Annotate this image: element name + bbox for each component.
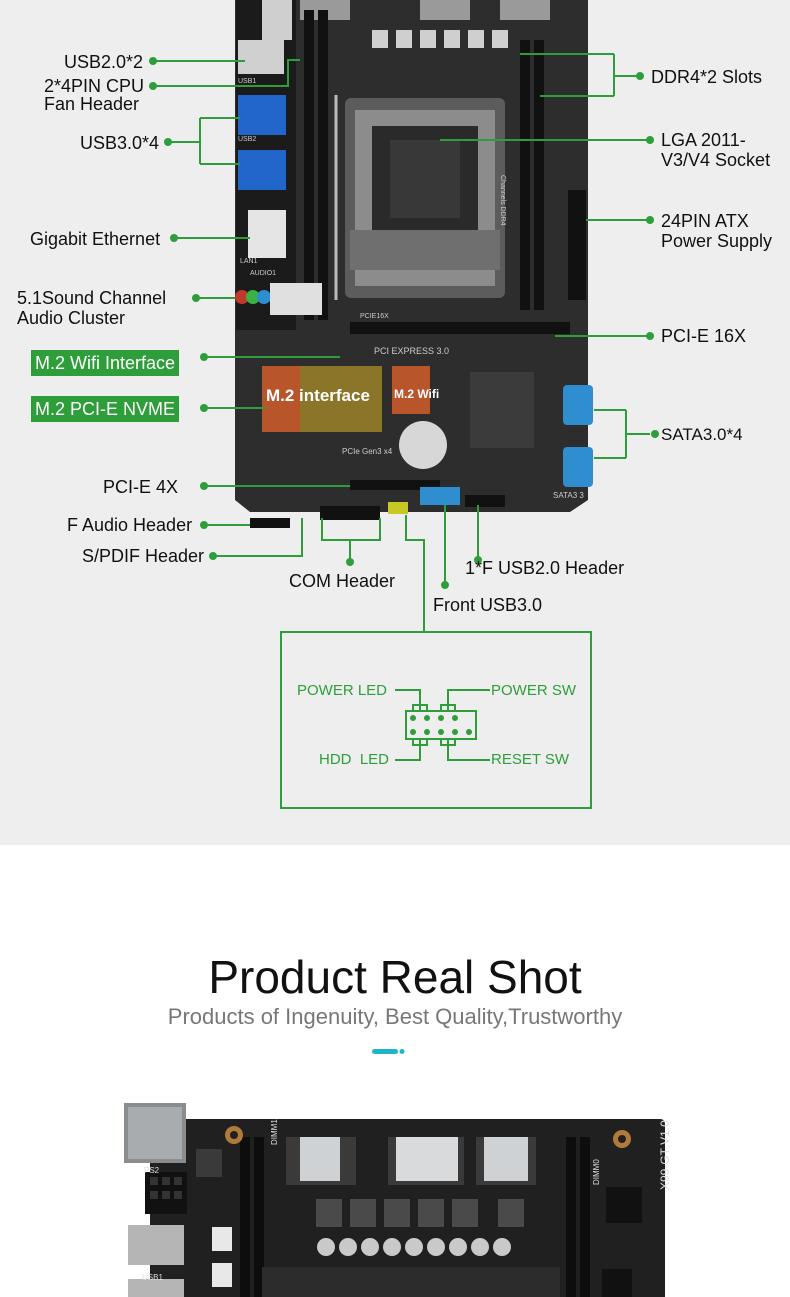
callout-usb20: USB2.0*2 (64, 52, 144, 72)
motherboard-photo (124, 1103, 665, 1297)
photo-text-usb1: USB1 (142, 1273, 163, 1282)
callout-pcie16x: PCI-E 16X (661, 326, 747, 346)
callout-audio-line2: Audio Cluster (17, 308, 126, 328)
board-text-usb1: USB1 (238, 78, 257, 85)
board-text-channels: Channels DDR4 (499, 175, 506, 226)
callout-m2-wifi: M.2 Wifi Interface (31, 350, 180, 376)
callout-usb30: USB3.0*4 (80, 133, 160, 153)
photo-text-dimm0: DIMM0 (592, 1159, 601, 1185)
board-text-pci-express: PCI EXPRESS 3.0 (374, 346, 450, 356)
section-divider (372, 1049, 405, 1054)
callout-atx-line2: Power Supply (661, 231, 773, 251)
board-text-lan1: LAN1 (240, 258, 258, 265)
callout-ethernet: Gigabit Ethernet (30, 229, 161, 249)
callout-audio-line1: 5.1Sound Channel (17, 288, 167, 308)
board-text-sata3: SATA3 3 (553, 491, 584, 500)
board-text-m2-wifi: M.2 Wifi (394, 387, 440, 401)
callout-front-usb30: Front USB3.0 (433, 595, 543, 615)
callout-pcie4x: PCI-E 4X (103, 477, 179, 497)
photo-text-ps2: PS2 (144, 1166, 160, 1175)
callout-spdif: S/PDIF Header (82, 546, 205, 566)
callout-lga-line2: V3/V4 Socket (661, 150, 771, 170)
board-text-pcie16x: PCIE16X (360, 313, 389, 320)
board-text-pcie-gen3: PCIe Gen3 x4 (342, 447, 393, 456)
callout-m2-nvme: M.2 PCI-E NVME (31, 396, 180, 422)
callout-atx-line1: 24PIN ATX (661, 211, 749, 231)
front-panel-hdd-led: HDD LED (319, 751, 390, 768)
callout-f-audio: F Audio Header (67, 515, 193, 535)
front-panel-power-sw: POWER SW (491, 682, 576, 699)
front-panel-power-led: POWER LED (297, 682, 388, 699)
callout-com: COM Header (289, 571, 396, 591)
board-text-audio1: AUDIO1 (250, 270, 277, 277)
callout-ddr4: DDR4*2 Slots (651, 67, 763, 87)
photo-text-dimm1: DIMM1 (270, 1119, 279, 1145)
section-subtitle: Products of Ingenuity, Best Quality,Trus… (167, 1004, 623, 1029)
callout-cpu-fan-line2: Fan Header (44, 94, 140, 114)
board-text-usb2: USB2 (238, 136, 257, 143)
front-panel-reset-sw: RESET SW (491, 751, 570, 768)
callout-lga-line1: LGA 2011- (661, 130, 746, 150)
motherboard-illustration (149, 0, 659, 809)
section-title: Product Real Shot (208, 951, 582, 1003)
annotated-board-section: M.2 interface M.2 Wifi PCI EXPRESS 3.0 P… (0, 0, 790, 845)
photo-text-model: X99-GT V1.0 (658, 1120, 672, 1190)
callout-f-usb20: 1*F USB2.0 Header (465, 558, 625, 578)
callout-sata: SATA3.0*4 (661, 425, 743, 444)
callout-cpu-fan-line1: 2*4PIN CPU (44, 76, 145, 96)
board-text-m2-interface: M.2 interface (266, 386, 370, 405)
